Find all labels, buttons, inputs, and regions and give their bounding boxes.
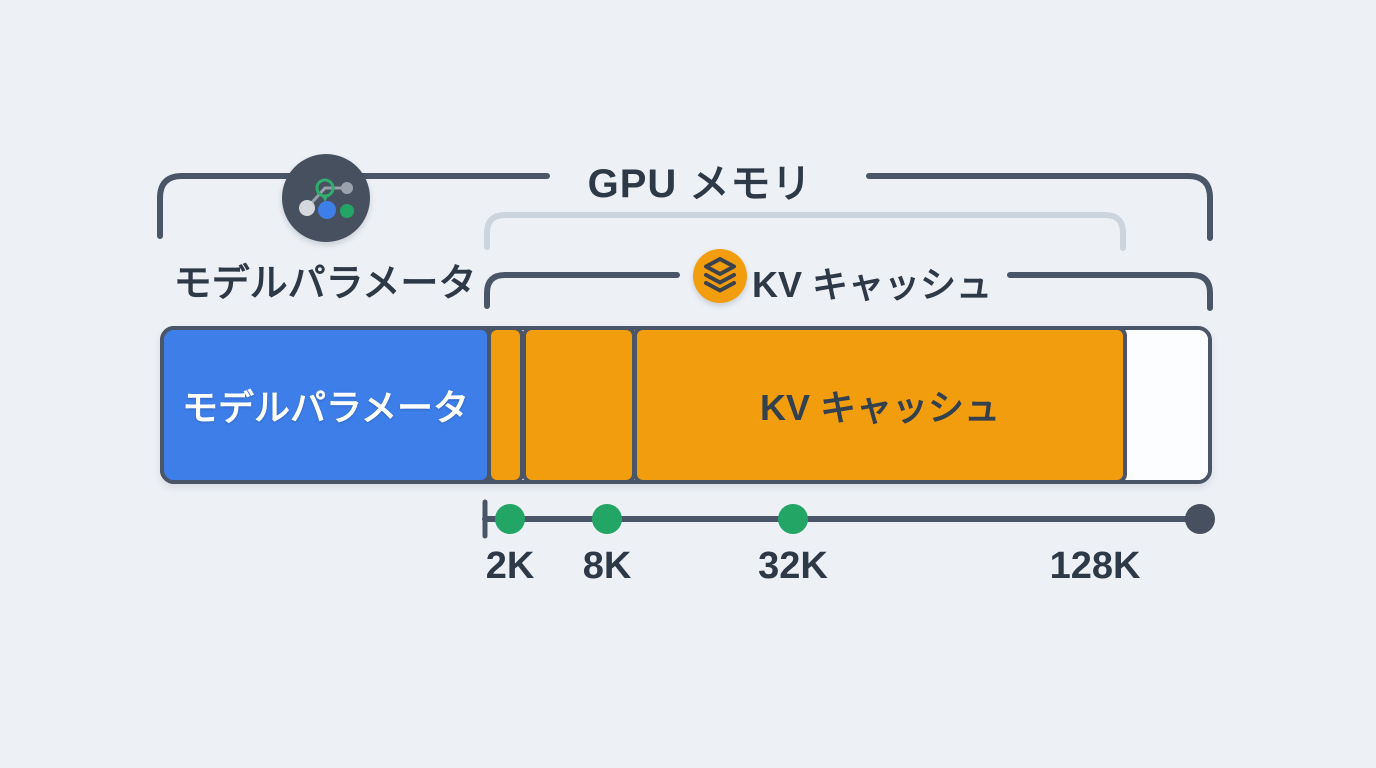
bar-segment-kv-cache-2k [487, 326, 524, 484]
context-dot-2k [495, 504, 525, 534]
tick-label-8k: 8K [582, 545, 632, 587]
context-dot-128k-end [1185, 504, 1215, 534]
gpu-memory-bar: モデルパラメータ KV キャッシュ [160, 326, 1212, 484]
gpu-memory-bracket-right [866, 173, 1213, 241]
bar-segment-model-parameters: モデルパラメータ [160, 326, 491, 484]
model-parameters-icon-circle [282, 154, 370, 242]
bar-free-space [1123, 330, 1208, 480]
kv-cache-label: KV キャッシュ [751, 264, 993, 305]
context-dot-8k [592, 504, 622, 534]
tick-label-32k: 32K [758, 545, 828, 587]
kv-cache-bracket-right [1007, 272, 1213, 311]
gpu-memory-bracket-left [157, 173, 550, 239]
tick-label-128k: 128K [1049, 545, 1141, 587]
bar-segment-model-parameters-label: モデルパラメータ [182, 387, 469, 428]
kv-cache-icon-circle [693, 249, 747, 303]
diagram-title: GPU メモリ [587, 162, 813, 206]
kv-cache-bracket-left [484, 272, 680, 309]
bar-segment-kv-cache-label: KV キャッシュ [759, 387, 1000, 428]
tick-label-2k: 2K [485, 545, 535, 587]
network-nodes-icon [299, 178, 354, 219]
inner-light-bracket [484, 212, 1126, 251]
bar-segment-kv-cache-32k: KV キャッシュ [633, 326, 1127, 484]
model-parameters-label: モデルパラメータ [173, 263, 477, 305]
context-dot-32k [778, 504, 808, 534]
bar-segment-kv-cache-8k [522, 326, 636, 484]
layers-icon [704, 257, 736, 293]
